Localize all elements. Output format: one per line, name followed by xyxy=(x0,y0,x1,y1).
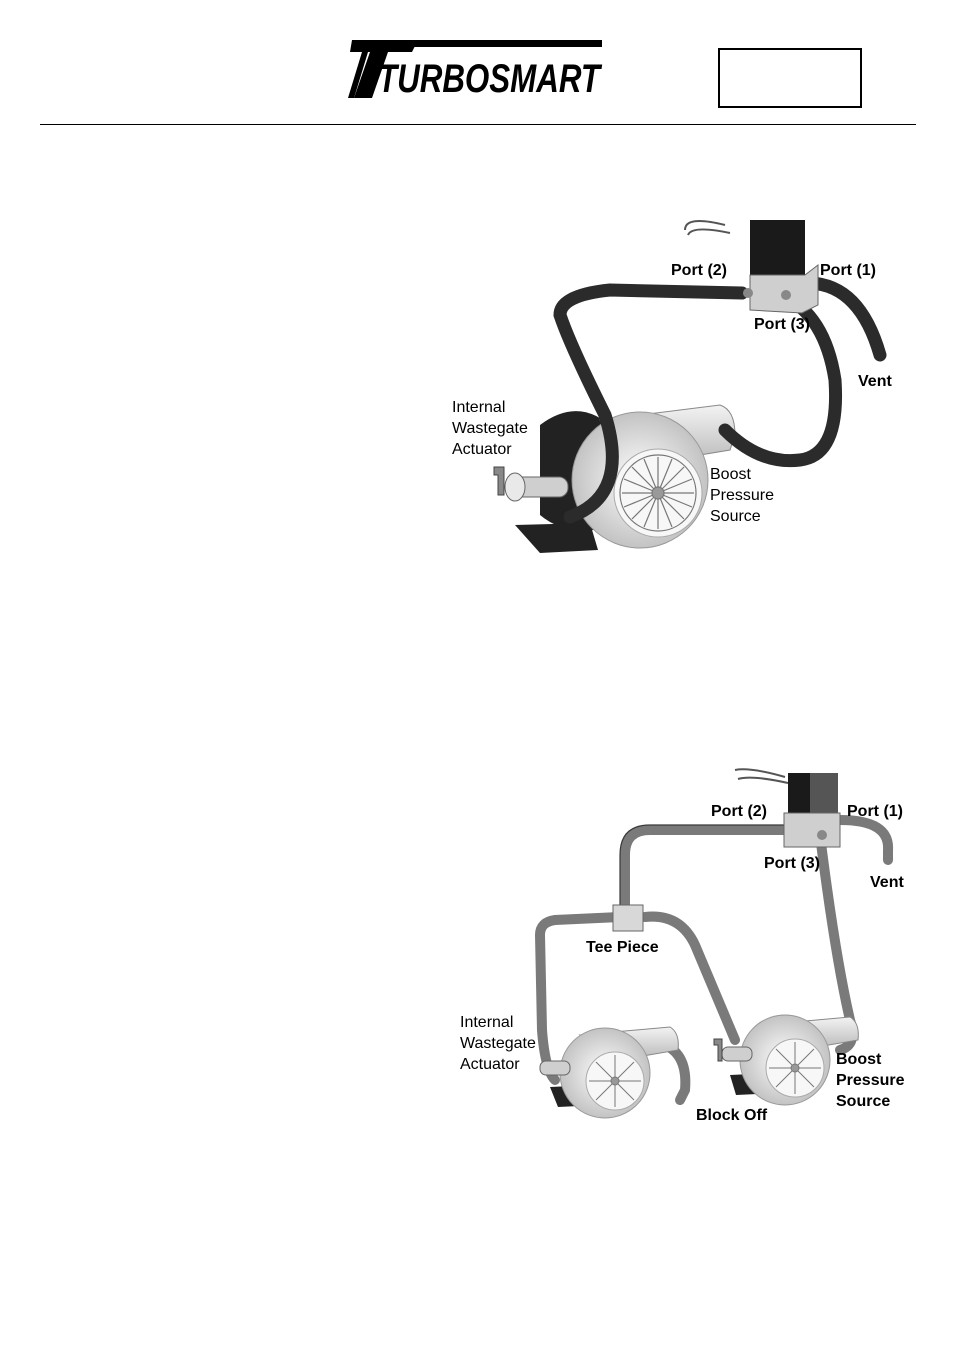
port-1-label: Port (1) xyxy=(820,260,876,281)
vent-label: Vent xyxy=(858,371,892,392)
port-1-label: Port (1) xyxy=(847,801,903,822)
actuator-label-line1: Internal xyxy=(460,1012,513,1033)
boost-label-line3: Source xyxy=(710,506,761,527)
boost-label-line1: Boost xyxy=(710,464,751,485)
port-3-label: Port (3) xyxy=(754,314,810,335)
actuator-label-line3: Actuator xyxy=(460,1054,520,1075)
twin-turbo-diagram: Port (2) Port (1) Port (3) Vent Tee Piec… xyxy=(430,755,930,1135)
actuator-label-line3: Actuator xyxy=(452,439,512,460)
actuator-label-line1: Internal xyxy=(452,397,505,418)
vent-label: Vent xyxy=(870,872,904,893)
tee-piece-label: Tee Piece xyxy=(586,937,659,958)
vacuum-hose-outline xyxy=(620,825,784,915)
part-number-box xyxy=(718,48,862,108)
compressor-wheel-icon xyxy=(620,455,696,531)
boost-label-line2: Pressure xyxy=(836,1070,905,1091)
block-off-label: Block Off xyxy=(696,1105,767,1126)
port-3-label: Port (3) xyxy=(764,853,820,874)
boost-label-line1: Boost xyxy=(836,1049,881,1070)
port-2-label: Port (2) xyxy=(711,801,767,822)
tee-piece-fitting xyxy=(613,905,643,931)
logo-wordmark: TURBOSMART xyxy=(378,57,603,100)
boost-label-line2: Pressure xyxy=(710,485,774,506)
port-2-label: Port (2) xyxy=(671,260,727,281)
single-turbo-illustration xyxy=(430,195,910,575)
left-turbo xyxy=(540,1027,678,1118)
turbosmart-logo: TURBOSMART xyxy=(348,38,604,100)
left-compressor-wheel-icon xyxy=(589,1055,641,1107)
boost-label-line3: Source xyxy=(836,1091,890,1112)
actuator-label-line2: Wastegate xyxy=(460,1033,536,1054)
actuator-label-line2: Wastegate xyxy=(452,418,528,439)
single-turbo-diagram: Port (2) Port (1) Port (3) Vent Internal… xyxy=(430,195,910,575)
header-divider xyxy=(40,124,916,125)
right-compressor-wheel-icon xyxy=(769,1042,821,1094)
